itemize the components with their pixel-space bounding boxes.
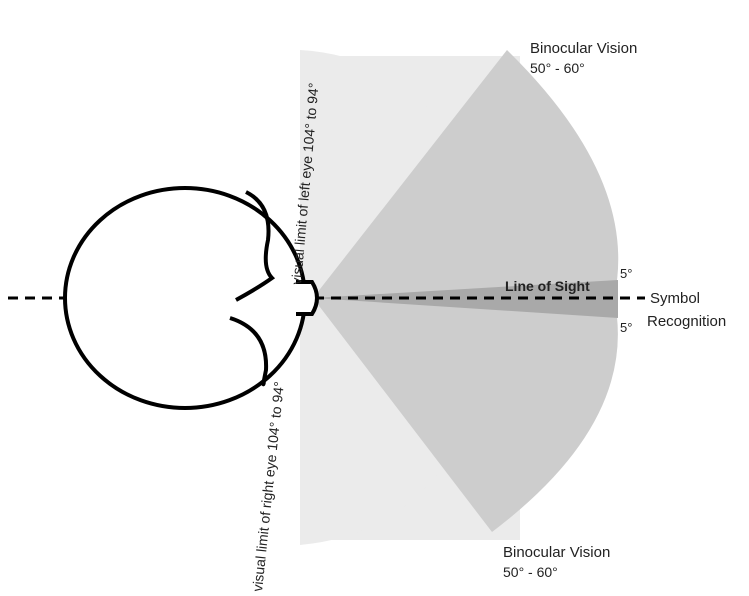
binocular-vision-top-title: Binocular Vision: [530, 40, 637, 57]
nose-outline: [296, 282, 317, 314]
right-eye-visual-limit-label: visual limit of right eye 104° to 94°: [249, 381, 287, 593]
binocular-vision-bottom-range: 50° - 60°: [503, 564, 558, 580]
symbol-recognition-label-line2: Recognition: [647, 313, 726, 330]
angle-lower-label: 5°: [620, 320, 632, 335]
symbol-recognition-label-line1: Symbol: [650, 290, 700, 307]
angle-upper-label: 5°: [620, 266, 632, 281]
binocular-vision-bottom-title: Binocular Vision: [503, 544, 610, 561]
line-of-sight-label: Line of Sight: [505, 278, 590, 294]
binocular-vision-top-range: 50° - 60°: [530, 60, 585, 76]
